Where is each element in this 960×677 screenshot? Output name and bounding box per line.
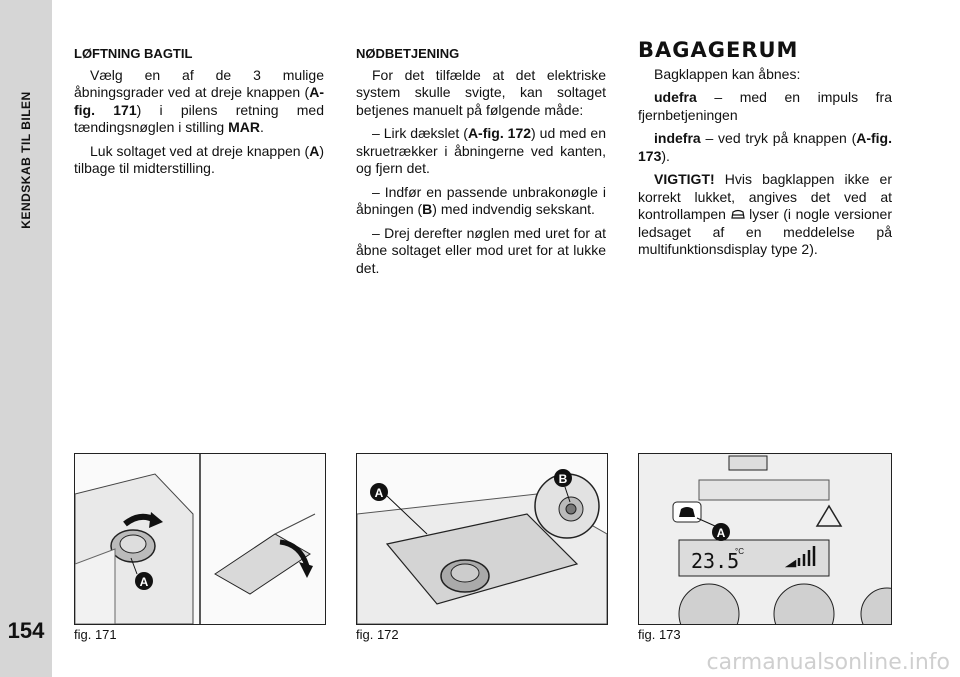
column-1: LØFTNING BAGTIL Vælg en af de 3 mulige å… — [74, 45, 324, 184]
svg-text:A: A — [140, 575, 149, 589]
section-label: KENDSKAB TIL BILEN — [19, 91, 33, 229]
paragraph: indefra – ved tryk på knappen (A-fig. 17… — [638, 130, 892, 164]
column-3: BAGAGERUM Bagklappen kan åbnes: udefra –… — [638, 38, 892, 265]
figure-173: 23.5 °C A — [638, 453, 892, 625]
paragraph: Vælg en af de 3 mulige åbningsgrader ved… — [74, 66, 324, 136]
paragraph: – Lirk dækslet (A-fig. 172) ud med en sk… — [356, 125, 606, 176]
sidebar — [0, 0, 52, 677]
svg-text:°C: °C — [735, 547, 744, 556]
svg-text:B: B — [559, 472, 568, 486]
paragraph: udefra – med en impuls fra fjernbetjenin… — [638, 89, 892, 123]
svg-text:A: A — [717, 526, 726, 540]
paragraph: – Indfør en passende unbrakonøgle i åbni… — [356, 183, 606, 218]
sunroof-knob-illustration: A — [75, 454, 316, 624]
heading-nodbetjening: NØDBETJENING — [356, 46, 460, 61]
watermark: carmanualsonline.info — [706, 650, 950, 675]
page-number: 154 — [7, 618, 45, 643]
paragraph: VIGTIGT! Hvis bagklappen ikke er korrekt… — [638, 171, 892, 257]
svg-text:A: A — [375, 486, 384, 500]
dashboard-trunk-button-illustration: 23.5 °C A — [639, 454, 891, 624]
paragraph: Bagklappen kan åbnes: — [654, 65, 801, 82]
paragraph: Luk soltaget ved at dreje knappen (A) ti… — [74, 142, 324, 177]
paragraph: For det tilfælde at det elektriske syste… — [356, 66, 606, 118]
sunroof-emergency-illustration: A B — [357, 469, 607, 624]
heading-loftning: LØFTNING BAGTIL — [74, 46, 193, 61]
callout-a — [135, 572, 153, 590]
caption-fig-173: fig. 173 — [638, 627, 681, 642]
column-2: NØDBETJENING For det tilfælde at det ele… — [356, 45, 606, 283]
svg-text:23.5: 23.5 — [691, 549, 739, 573]
paragraph: – Drej derefter nøglen med uret for at å… — [356, 224, 606, 276]
caption-fig-172: fig. 172 — [356, 627, 399, 642]
heading-bagagerum: BAGAGERUM — [638, 38, 799, 62]
figure-171: A — [74, 453, 326, 625]
figure-172: A B — [356, 453, 608, 625]
caption-fig-171: fig. 171 — [74, 627, 117, 642]
trunk-open-lamp-icon — [730, 209, 745, 219]
